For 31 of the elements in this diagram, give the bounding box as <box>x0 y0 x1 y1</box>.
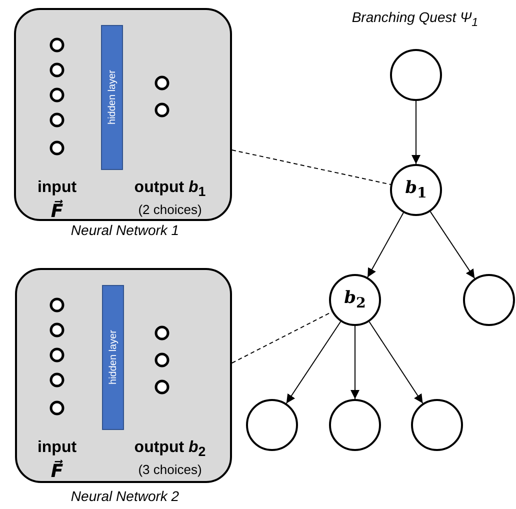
arrow <box>430 211 476 279</box>
hidden-layer-bar: hidden layer <box>102 285 124 430</box>
arrow <box>350 326 360 400</box>
arrow <box>368 321 424 404</box>
node-label: Neural Network 1 <box>70 222 180 238</box>
decision-node <box>329 274 381 326</box>
tree-node <box>329 399 381 451</box>
decision-node <box>390 164 442 216</box>
node-label: b$_{2}$ <box>344 288 366 312</box>
dashed-connector <box>232 150 392 185</box>
node-label: b$_{1}$ <box>405 178 427 202</box>
node-label: Neural Network 2 <box>70 488 180 504</box>
arrow <box>286 321 342 404</box>
tree-node <box>246 399 298 451</box>
network-panel <box>15 268 232 483</box>
layer-label: input <box>36 439 78 457</box>
node-label: Branching Quest Ψ$_{1}$ <box>350 9 480 29</box>
arrow <box>412 100 420 164</box>
layer-label: input <box>36 179 78 197</box>
hidden-layer-bar: hidden layer <box>101 25 123 170</box>
arrow <box>367 212 404 278</box>
layer-label: output b$_{1}$ <box>133 179 207 200</box>
choice-count: (3 choices) <box>137 462 203 477</box>
tree-node <box>390 49 442 101</box>
input-vector-symbol: F⃗ <box>50 201 64 222</box>
layer-label: output b$_{2}$ <box>133 439 207 460</box>
choice-count: (2 choices) <box>137 202 203 217</box>
network-panel <box>14 8 232 221</box>
tree-node <box>411 399 463 451</box>
tree-node <box>463 274 515 326</box>
input-vector-symbol: F⃗ <box>50 461 64 482</box>
